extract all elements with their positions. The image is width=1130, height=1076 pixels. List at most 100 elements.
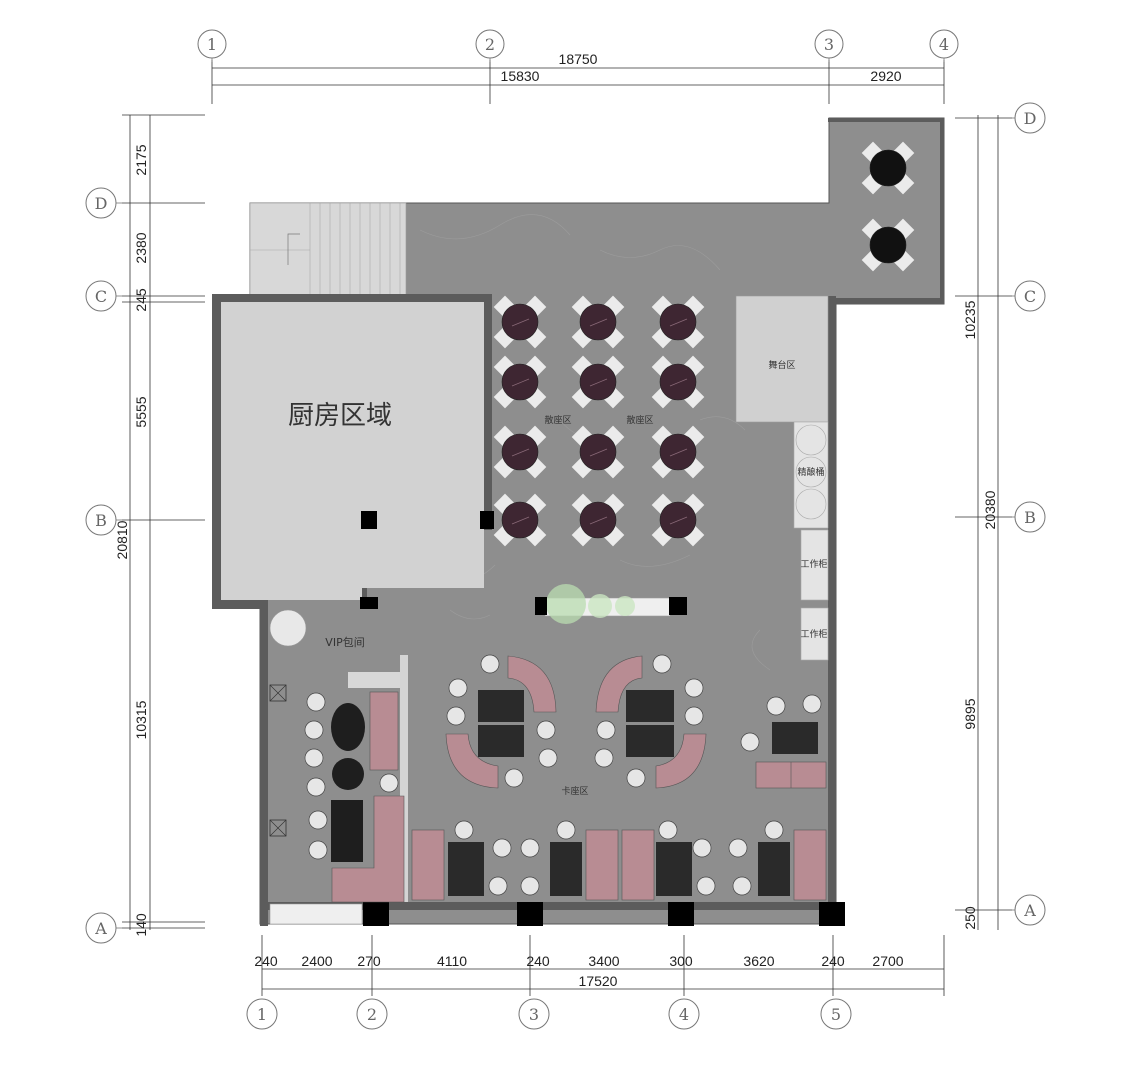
seat — [626, 768, 646, 788]
dim-right-0: 10235 — [962, 300, 978, 339]
seat — [308, 810, 328, 830]
axis-label-bottom-2: 2 — [367, 1005, 377, 1024]
seat — [556, 820, 576, 840]
vip-chairs — [304, 692, 399, 860]
round-table-set — [493, 295, 547, 349]
axis-label-right-c: C — [1024, 287, 1036, 306]
dim-bottom-7: 3620 — [743, 953, 774, 969]
dim-bottom-total: 17520 — [579, 973, 618, 989]
round-table-set — [651, 355, 705, 409]
seat — [306, 692, 326, 712]
seat — [652, 654, 672, 674]
axis-bubble-bottom-3 — [518, 998, 550, 1030]
round-table-set — [651, 425, 705, 479]
dim-left-4: 10315 — [133, 700, 149, 739]
axis-bubble-bottom-2 — [356, 998, 388, 1030]
seat — [740, 732, 760, 752]
round-table — [869, 226, 907, 264]
axis-label-bottom-5: 5 — [831, 1005, 841, 1024]
dimension-lines — [122, 60, 1012, 996]
kitchen-lower-ext — [367, 530, 484, 588]
seat — [454, 820, 474, 840]
axis-label-left-d: D — [95, 194, 108, 213]
scatter-label-1: 散座区 — [544, 414, 571, 426]
seat — [480, 654, 500, 674]
seat — [448, 678, 468, 698]
axis-label-right-a: A — [1023, 901, 1036, 920]
axis-label-left-a: A — [94, 919, 107, 938]
seat — [308, 840, 328, 860]
seat — [488, 876, 508, 896]
seat — [379, 773, 399, 793]
dim-right-2: 250 — [962, 906, 978, 930]
booth-label: 卡座区 — [561, 785, 588, 797]
seat — [732, 876, 752, 896]
seat — [696, 876, 716, 896]
brew-barrels — [793, 421, 829, 529]
round-table — [579, 501, 617, 539]
dim-bottom-5: 3400 — [588, 953, 619, 969]
work-cabinet-2-label: 工作柜 — [800, 628, 827, 640]
seat — [492, 838, 512, 858]
dim-right-1: 9895 — [962, 698, 978, 729]
round-table-set — [651, 295, 705, 349]
axis-label-top-4: 4 — [939, 35, 949, 54]
seat — [446, 706, 466, 726]
dim-bottom-4: 240 — [526, 953, 550, 969]
round-table — [501, 501, 539, 539]
work-cabinet-2 — [800, 607, 829, 661]
axis-label-right-b: B — [1024, 508, 1036, 527]
seat — [684, 706, 704, 726]
round-table-set — [571, 355, 625, 409]
dim-right-outer: 20380 — [982, 490, 998, 529]
round-table — [659, 303, 697, 341]
dim-left-0: 2175 — [133, 144, 149, 175]
dim-top-main: 15830 — [501, 68, 540, 84]
round-table — [579, 433, 617, 471]
seat — [692, 838, 712, 858]
round-table — [659, 433, 697, 471]
axis-label-top-1: 1 — [207, 35, 217, 54]
seat — [764, 820, 784, 840]
work-cabinet-1 — [800, 529, 829, 601]
round-table-set — [861, 141, 915, 195]
stage-area — [735, 295, 829, 423]
axis-bubble-bottom-1 — [246, 998, 278, 1030]
dim-bottom-9: 2700 — [872, 953, 903, 969]
seat — [802, 694, 822, 714]
axis-bubble-bottom-4 — [668, 998, 700, 1030]
vip-room — [268, 609, 408, 925]
seat — [594, 748, 614, 768]
booth-chairs — [446, 654, 822, 896]
dim-left-2: 245 — [133, 288, 149, 312]
axis-label-bottom-4: 4 — [679, 1005, 689, 1024]
seat — [684, 678, 704, 698]
work-cabinet-1-label: 工作柜 — [800, 558, 827, 570]
round-table — [869, 149, 907, 187]
round-table-set — [571, 295, 625, 349]
dim-left-outer: 20810 — [114, 520, 130, 559]
seat — [658, 820, 678, 840]
kitchen-label: 厨房区域 — [288, 401, 392, 431]
booth-clusters — [411, 655, 827, 901]
seat — [766, 696, 786, 716]
axis-label-top-2: 2 — [485, 35, 495, 54]
round-table — [579, 363, 617, 401]
staircase — [249, 202, 407, 297]
round-table — [659, 363, 697, 401]
round-table-set — [651, 493, 705, 547]
brew-label: 精酿桶 — [797, 466, 824, 478]
axis-label-top-3: 3 — [824, 35, 834, 54]
round-table-set — [493, 355, 547, 409]
seat — [520, 876, 540, 896]
columns — [360, 511, 845, 926]
dim-bottom-0: 240 — [254, 953, 278, 969]
dim-bottom-6: 300 — [669, 953, 693, 969]
round-table — [501, 433, 539, 471]
seat — [304, 748, 324, 768]
axis-label-bottom-3: 3 — [529, 1005, 539, 1024]
seat — [504, 768, 524, 788]
seat — [536, 720, 556, 740]
planter — [544, 584, 671, 624]
stage-label: 舞台区 — [768, 359, 795, 371]
